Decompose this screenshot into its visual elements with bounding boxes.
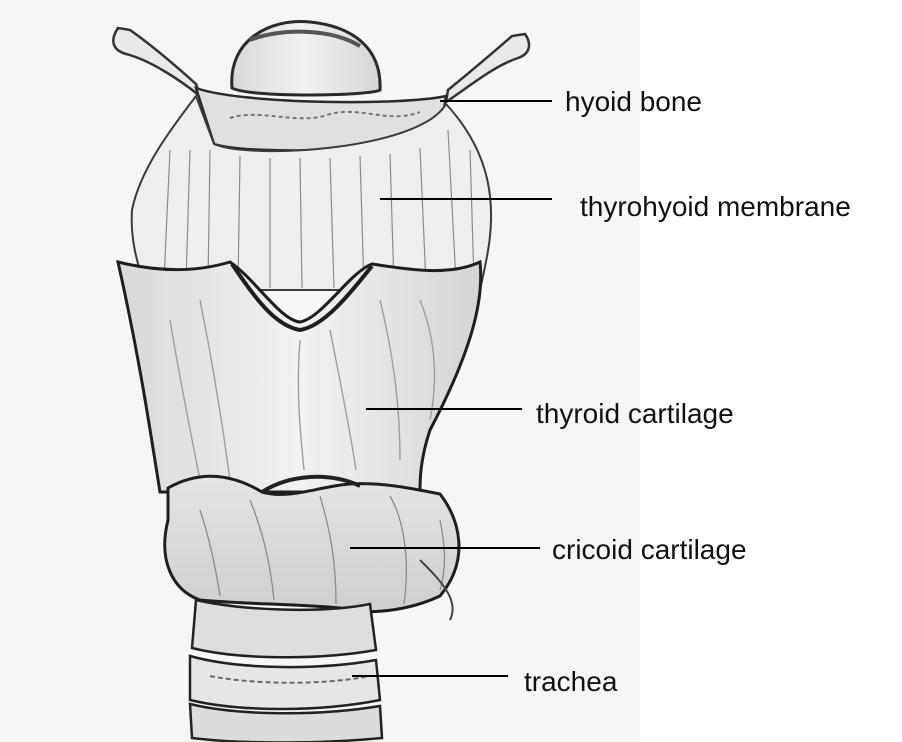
trachea-upper-ring bbox=[192, 600, 376, 657]
cricoid-cartilage-shape bbox=[165, 476, 459, 611]
label-trachea: trachea bbox=[524, 668, 617, 696]
label-hyoid-bone: hyoid bone bbox=[565, 88, 702, 116]
label-thyrohyoid-membrane: thyrohyoid membrane bbox=[580, 193, 851, 221]
label-thyroid-cartilage: thyroid cartilage bbox=[536, 400, 734, 428]
label-cricoid-cartilage: cricoid cartilage bbox=[552, 536, 747, 564]
